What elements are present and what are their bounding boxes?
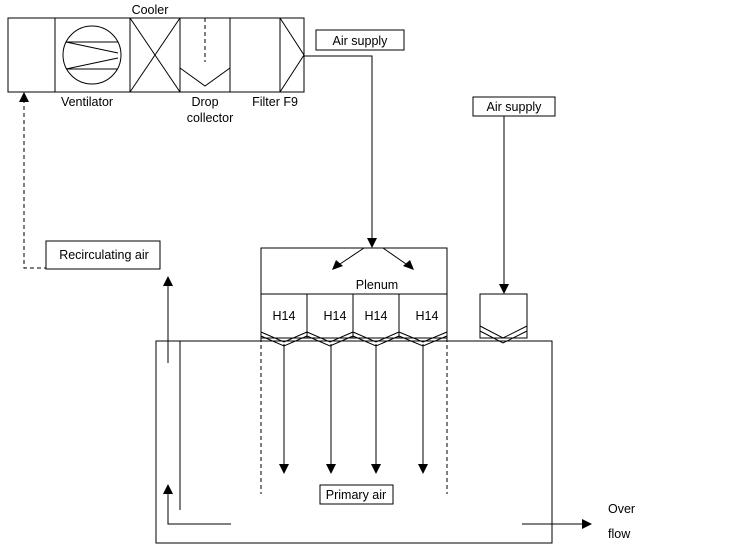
arrowhead-icon bbox=[332, 260, 343, 270]
hepa-filter-label: H14 bbox=[273, 309, 296, 323]
arrowhead-icon bbox=[403, 260, 414, 270]
primary-air-downflow bbox=[279, 344, 428, 474]
air-supply-main-box: Air supply bbox=[315, 29, 405, 51]
recirculating-air-label: Recirculating air bbox=[59, 248, 149, 262]
hepa-filter-label: H14 bbox=[365, 309, 388, 323]
hepa-filter: H14 bbox=[398, 293, 448, 347]
plenum-box bbox=[260, 247, 448, 295]
air-supply-side-duct bbox=[499, 116, 509, 294]
primary-air-box: Primary air bbox=[319, 484, 394, 505]
ventilator-label: Ventilator bbox=[61, 95, 113, 109]
air-supply-side-label: Air supply bbox=[487, 100, 543, 114]
arrowhead-icon bbox=[367, 238, 377, 248]
cooler-coil-icon bbox=[129, 17, 181, 93]
side-filter bbox=[479, 293, 528, 344]
hepa-filter: H14 bbox=[352, 293, 400, 347]
arrowhead-icon bbox=[19, 92, 29, 102]
arrowhead-icon bbox=[279, 464, 289, 474]
overflow-label-line1: Over bbox=[608, 502, 635, 516]
primary-air-label: Primary air bbox=[326, 488, 386, 502]
air-supply-duct bbox=[304, 55, 377, 248]
arrowhead-icon bbox=[163, 484, 173, 494]
drop-collector-label-line1: Drop bbox=[191, 95, 218, 109]
arrowhead-icon bbox=[371, 464, 381, 474]
overflow-label-line2: flow bbox=[608, 527, 631, 541]
hepa-filter-label: H14 bbox=[324, 309, 347, 323]
air-supply-main-label: Air supply bbox=[333, 34, 389, 48]
recirculating-air-box: Recirculating air bbox=[45, 240, 161, 270]
hepa-filter: H14 bbox=[306, 293, 354, 347]
cooler-label: Cooler bbox=[132, 3, 169, 17]
plenum-label: Plenum bbox=[356, 278, 398, 292]
overflow-outlet: Over flow bbox=[522, 502, 635, 541]
hepa-filter-bank: H14 H14 H14 H14 bbox=[260, 293, 448, 347]
hepa-filter: H14 bbox=[260, 293, 308, 347]
drop-collector-icon bbox=[179, 18, 231, 87]
air-handling-unit bbox=[7, 17, 305, 93]
filter-f9-icon bbox=[279, 17, 305, 93]
arrowhead-icon bbox=[499, 284, 509, 294]
cleanroom-enclosure bbox=[155, 340, 553, 544]
ahu-housing bbox=[7, 17, 305, 93]
hepa-filter-label: H14 bbox=[416, 309, 439, 323]
arrowhead-icon bbox=[418, 464, 428, 474]
recirculation-path bbox=[19, 92, 231, 525]
filter-f9-label: Filter F9 bbox=[252, 95, 298, 109]
plenum: Plenum bbox=[260, 247, 448, 295]
ventilator-fan-icon bbox=[62, 25, 122, 85]
arrowhead-icon bbox=[163, 276, 173, 286]
drop-collector-label-line2: collector bbox=[187, 111, 234, 125]
arrowhead-icon bbox=[326, 464, 336, 474]
arrowhead-icon bbox=[582, 519, 592, 529]
air-supply-side-box: Air supply bbox=[472, 96, 556, 117]
